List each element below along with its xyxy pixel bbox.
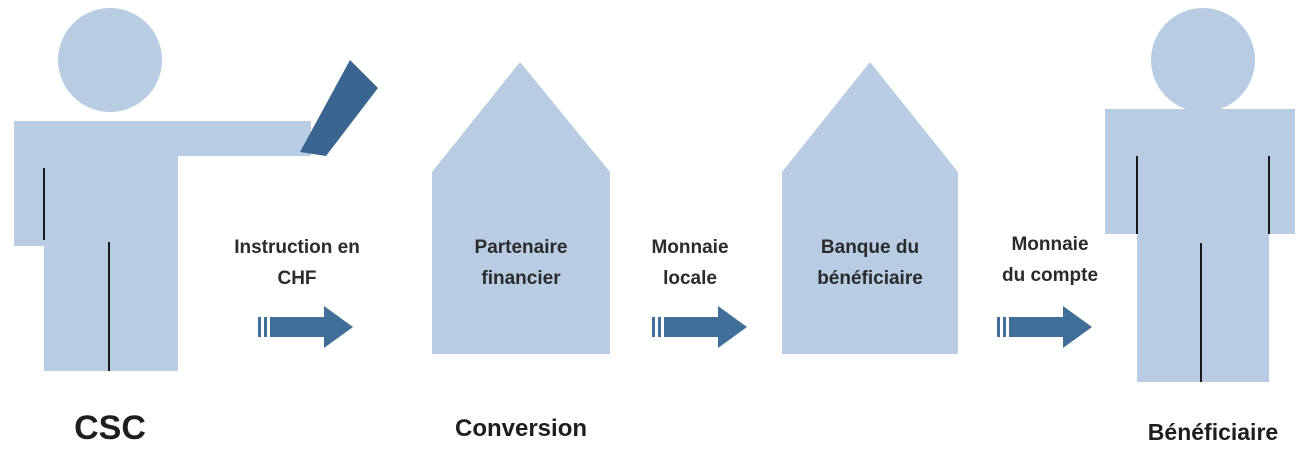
beneficiary-bank-house-shape (782, 62, 958, 354)
sender-hand (300, 60, 378, 156)
flow-label-line: Monnaie (651, 237, 729, 258)
conversion-house-shape (432, 62, 610, 354)
flow-label-line: Instruction en (234, 237, 360, 258)
beneficiary-bank-house-label: Banque du bénéficiaire (782, 232, 958, 294)
flow-label-local-currency: Monnaie locale (625, 232, 755, 294)
sender-caption: CSC (74, 409, 146, 447)
flow-label-line: Monnaie (1011, 234, 1089, 255)
beneficiary-right-arm (1267, 109, 1295, 234)
house-label-line: bénéficiaire (817, 268, 923, 289)
beneficiary-caption: Bénéficiaire (1147, 419, 1279, 445)
sender-head (58, 8, 162, 112)
sender-figure (14, 8, 378, 371)
flow-label-line: du compte (1001, 265, 1099, 286)
sender-left-arm (14, 121, 46, 246)
flow-label-account-currency: Monnaie du compte (975, 229, 1125, 291)
house-label-line: financier (481, 268, 561, 289)
beneficiary-body (1137, 109, 1269, 382)
flow-label-instruction: Instruction en CHF (212, 232, 382, 294)
conversion-house-label: Partenaire financier (432, 232, 610, 294)
arrow-right-icon (652, 306, 747, 348)
flow-label-line: locale (663, 268, 717, 289)
house-label-line: Partenaire (474, 237, 568, 258)
arrow-right-icon (258, 306, 353, 348)
arrow-right-icon (997, 306, 1092, 348)
house-label-line: Banque du (820, 237, 920, 258)
sender-raised-arm (176, 121, 311, 156)
beneficiary-figure (1105, 8, 1295, 382)
beneficiary-left-arm (1105, 109, 1139, 234)
sender-torso (44, 121, 178, 371)
conversion-caption: Conversion (454, 415, 588, 442)
flow-label-line: CHF (277, 268, 317, 289)
beneficiary-head (1151, 8, 1255, 112)
